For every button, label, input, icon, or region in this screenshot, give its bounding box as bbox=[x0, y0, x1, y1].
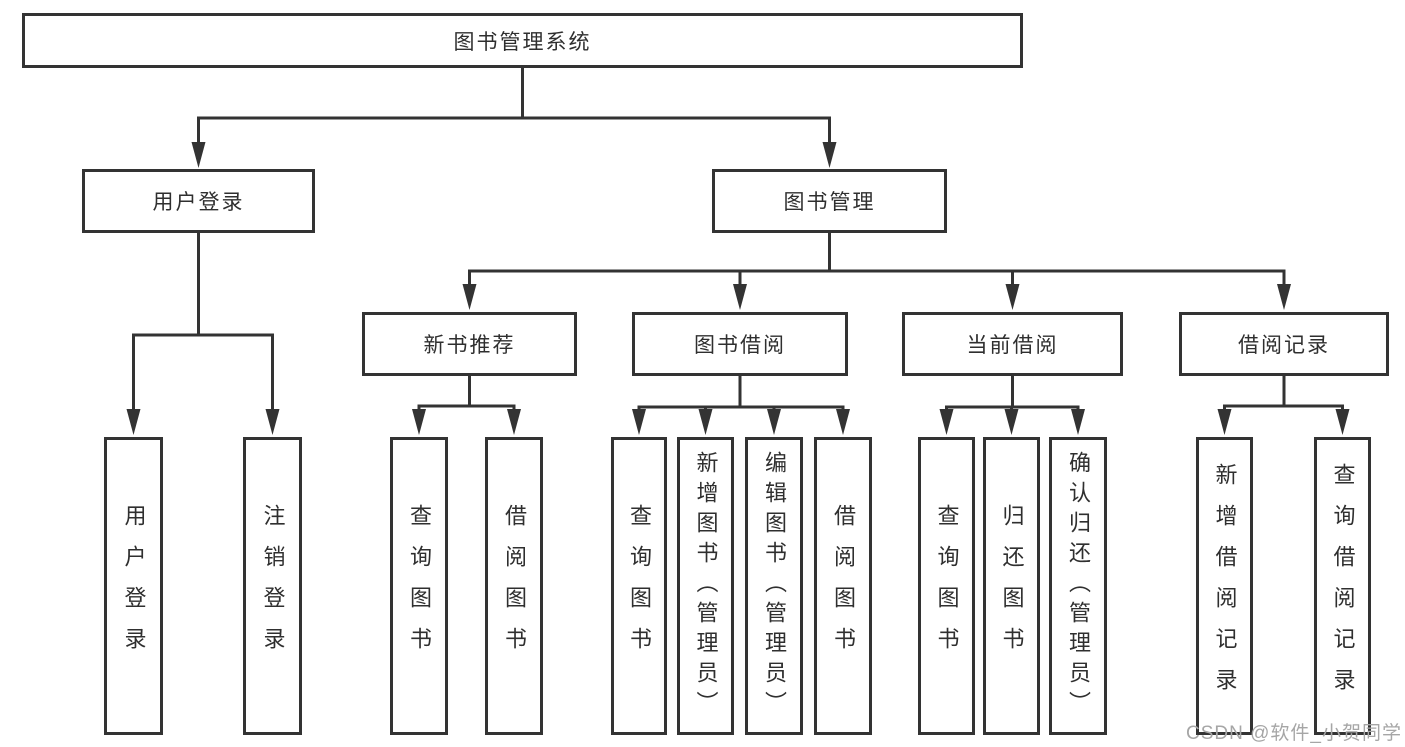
connector-new-book-recommend bbox=[417, 376, 516, 412]
arrowhead bbox=[1217, 409, 1232, 435]
leaf-add-borrow-record-label: 新增借阅记录 bbox=[1212, 463, 1238, 709]
leaf-borrow-book-recommend-label: 借阅图书 bbox=[502, 504, 527, 668]
leaf-query-book-borrowing: 查询图书 bbox=[611, 437, 667, 735]
node-new-book-recommend: 新书推荐 bbox=[362, 312, 577, 376]
arrowhead bbox=[462, 284, 477, 310]
leaf-query-borrow-record: 查询借阅记录 bbox=[1314, 437, 1371, 735]
node-root: 图书管理系统 bbox=[22, 13, 1023, 68]
connector-book-management bbox=[468, 233, 1286, 288]
node-book-management: 图书管理 bbox=[712, 169, 947, 233]
leaf-add-borrow-record: 新增借阅记录 bbox=[1196, 437, 1253, 735]
leaf-logout-label: 注销登录 bbox=[260, 504, 286, 668]
node-borrowing-records-label: 借阅记录 bbox=[1238, 334, 1330, 357]
arrowhead bbox=[412, 409, 426, 435]
node-borrowing-records: 借阅记录 bbox=[1179, 312, 1389, 376]
arrowhead bbox=[1005, 284, 1020, 310]
connector-current-borrowing bbox=[945, 376, 1080, 412]
leaf-return-book-label: 归还图书 bbox=[999, 504, 1025, 668]
connector-root-to-level2 bbox=[197, 68, 831, 144]
leaf-query-book-current: 查询图书 bbox=[918, 437, 975, 735]
leaf-add-book-admin: 新增图书（管理员） bbox=[677, 437, 734, 735]
leaf-borrow-book-recommend: 借阅图书 bbox=[485, 437, 543, 735]
arrowhead bbox=[698, 409, 713, 435]
arrowhead bbox=[507, 409, 521, 435]
node-user-login-label: 用户登录 bbox=[152, 191, 245, 214]
leaf-edit-book-admin-label: 编辑图书（管理员） bbox=[762, 451, 787, 721]
leaf-confirm-return-admin-label: 确认归还（管理员） bbox=[1066, 451, 1091, 721]
arrowhead bbox=[191, 142, 206, 168]
leaf-return-book: 归还图书 bbox=[983, 437, 1040, 735]
leaf-query-book-recommend-label: 查询图书 bbox=[407, 504, 432, 668]
arrowhead bbox=[126, 409, 141, 435]
leaf-borrow-book-label: 借阅图书 bbox=[831, 504, 856, 668]
csdn-watermark: CSDN @软件_小贺同学 bbox=[1186, 723, 1402, 744]
connector-book-borrowing bbox=[637, 376, 845, 412]
node-root-label: 图书管理系统 bbox=[453, 30, 592, 54]
leaf-borrow-book: 借阅图书 bbox=[814, 437, 872, 735]
leaf-logout: 注销登录 bbox=[243, 437, 302, 735]
arrowhead bbox=[1004, 409, 1019, 435]
arrowhead bbox=[767, 409, 781, 435]
node-current-borrowing-label: 当前借阅 bbox=[966, 334, 1059, 357]
node-book-management-label: 图书管理 bbox=[783, 191, 876, 214]
arrowhead bbox=[1277, 284, 1291, 310]
node-user-login: 用户登录 bbox=[82, 169, 315, 233]
arrowhead bbox=[1335, 409, 1350, 435]
connector-user-login bbox=[132, 233, 274, 412]
leaf-add-book-admin-label: 新增图书（管理员） bbox=[693, 451, 719, 721]
node-current-borrowing: 当前借阅 bbox=[902, 312, 1123, 376]
node-new-book-recommend-label: 新书推荐 bbox=[423, 334, 516, 357]
arrowhead bbox=[1071, 409, 1085, 435]
connector-borrowing-records bbox=[1223, 376, 1344, 412]
leaf-query-borrow-record-label: 查询借阅记录 bbox=[1330, 463, 1356, 709]
leaf-query-book-recommend: 查询图书 bbox=[390, 437, 448, 735]
leaf-user-login: 用户登录 bbox=[104, 437, 163, 735]
leaf-query-book-borrowing-label: 查询图书 bbox=[627, 504, 652, 668]
arrowhead bbox=[733, 284, 747, 310]
arrowhead bbox=[632, 409, 646, 435]
leaf-confirm-return-admin: 确认归还（管理员） bbox=[1049, 437, 1107, 735]
node-book-borrowing-label: 图书借阅 bbox=[694, 334, 786, 357]
leaf-query-book-current-label: 查询图书 bbox=[934, 504, 960, 668]
node-book-borrowing: 图书借阅 bbox=[632, 312, 848, 376]
arrowhead bbox=[939, 409, 954, 435]
leaf-user-login-label: 用户登录 bbox=[121, 504, 147, 668]
arrowhead bbox=[265, 409, 280, 435]
arrowhead bbox=[822, 142, 837, 168]
leaf-edit-book-admin: 编辑图书（管理员） bbox=[745, 437, 803, 735]
arrowhead bbox=[836, 409, 850, 435]
